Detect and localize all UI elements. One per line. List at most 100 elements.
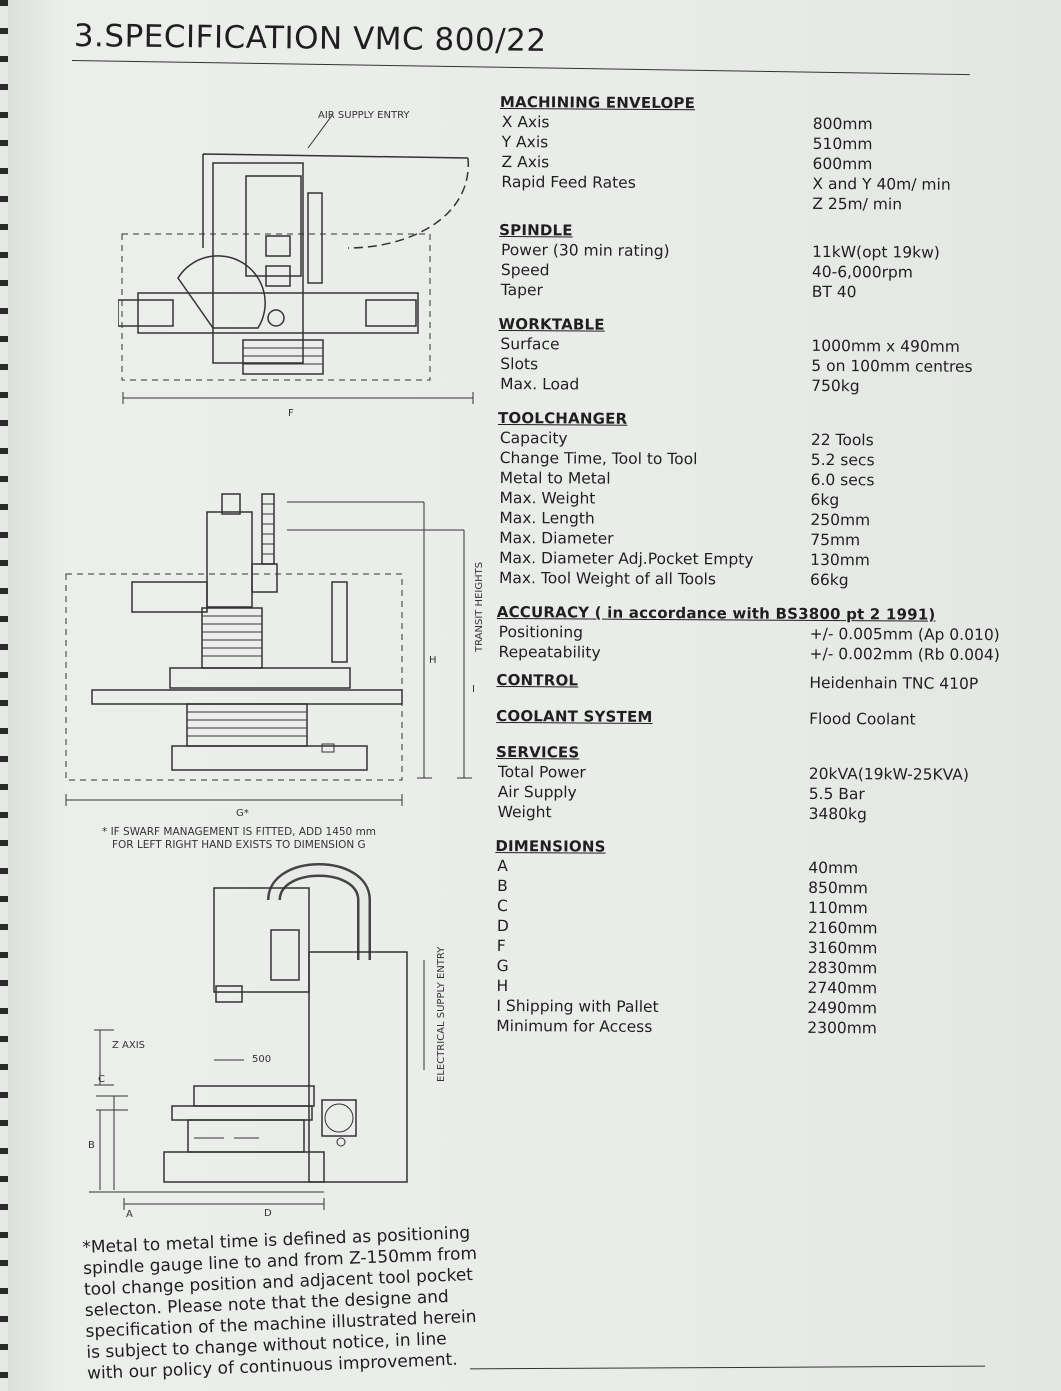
spec-value: 850mm	[808, 878, 868, 898]
spec-value: 20kVA(19kW-25KVA)	[808, 764, 970, 784]
spec-label: C	[496, 896, 508, 916]
spec-label: B	[497, 876, 508, 896]
spec-label: Max. Tool Weight of all Tools	[498, 569, 717, 589]
dimension-d-label: D	[264, 1208, 272, 1219]
spec-label: D	[496, 916, 509, 936]
spec-value: 2830mm	[807, 958, 878, 978]
spec-value: 2490mm	[807, 998, 878, 1018]
spec-value: 1000mm x 490mm	[811, 336, 960, 356]
dimension-a-label: A	[126, 1209, 133, 1220]
dimension-b-label: B	[88, 1140, 95, 1151]
swarf-note-line2: FOR LEFT RIGHT HAND EXISTS TO DIMENSION …	[112, 839, 366, 851]
spec-row: Minimum for Access 2300mm	[494, 1016, 1024, 1039]
spec-value: 3480kg	[808, 804, 867, 824]
coolant-heading: COOLANT SYSTEM	[496, 706, 653, 726]
spec-label: Taper	[500, 281, 544, 300]
swarf-note-line1: * IF SWARF MANAGEMENT IS FITTED, ADD 145…	[102, 826, 377, 838]
footnote: *Metal to metal time is defined as posit…	[82, 1222, 507, 1385]
spec-label: A	[497, 856, 508, 876]
page-title: 3.SPECIFICATION VMC 800/22	[73, 18, 547, 59]
dimension-500-label: 500	[252, 1054, 272, 1065]
dimension-g-label: G*	[236, 808, 249, 819]
spec-value: 750kg	[811, 376, 860, 396]
spec-value: 66kg	[809, 570, 849, 590]
electrical-supply-entry-label: ELECTRICAL SUPPLY ENTRY	[436, 946, 447, 1082]
spec-value: 75mm	[810, 530, 861, 550]
spec-value: 5.2 secs	[810, 450, 875, 470]
z-axis-label: Z AXIS	[112, 1040, 146, 1051]
dimension-f-label: F	[288, 408, 294, 419]
accuracy-heading-text: ACCURACY	[496, 602, 590, 622]
spec-label: Slots	[500, 355, 539, 374]
spec-value: 130mm	[810, 550, 870, 570]
spec-label: G	[496, 956, 509, 976]
spec-label: Rapid Feed Rates	[501, 173, 636, 192]
spec-value: 2300mm	[807, 1018, 877, 1038]
spec-value: 2740mm	[807, 978, 878, 998]
front-view-drawing	[65, 493, 472, 806]
spec-row: Max. Load 750kg	[498, 374, 1028, 397]
dimension-c-label: C	[98, 1074, 105, 1085]
top-view-drawing	[118, 113, 474, 404]
spec-label: Metal to Metal	[499, 469, 611, 488]
transit-heights-label: TRANSIT HEIGHTS	[474, 561, 485, 652]
spec-value: 3160mm	[807, 938, 878, 958]
spec-label: Positioning	[498, 623, 584, 642]
spec-value: 800mm	[812, 114, 873, 134]
spec-value: 510mm	[812, 134, 873, 154]
spec-value: 5 on 100mm centres	[811, 356, 973, 376]
spec-label: Capacity	[499, 429, 568, 448]
spec-label: Max. Weight	[499, 489, 596, 508]
side-view-drawing	[89, 863, 425, 1210]
spec-label: Max. Diameter	[499, 529, 614, 548]
spec-label: Repeatability	[498, 643, 601, 662]
spec-value: 40mm	[808, 858, 859, 878]
spec-value: Z 25m/ min	[812, 194, 903, 214]
spec-row: Taper BT 40	[499, 280, 1029, 303]
spec-row: Max. Tool Weight of all Tools 66kg	[497, 568, 1027, 591]
control-row: CONTROL Heidenhain TNC 410P	[496, 670, 1026, 695]
spec-value: 250mm	[810, 510, 871, 530]
spec-label: F	[496, 936, 506, 956]
spec-row: Z 25m/ min	[499, 192, 1029, 215]
control-value: Heidenhain TNC 410P	[809, 673, 979, 693]
spec-label: Z Axis	[501, 153, 550, 172]
spiral-binding	[0, 0, 8, 1391]
spec-label: I Shipping with Pallet	[496, 996, 659, 1016]
coolant-value: Flood Coolant	[809, 709, 916, 729]
spec-value: +/- 0.002mm (Rb 0.004)	[809, 644, 1000, 665]
spec-value: 6kg	[810, 490, 840, 510]
spec-label: Max. Length	[499, 509, 595, 528]
spec-row: Repeatability +/- 0.002mm (Rb 0.004)	[497, 642, 1027, 665]
spec-value: +/- 0.005mm (Ap 0.010)	[809, 624, 1000, 645]
spec-value: 2160mm	[807, 918, 878, 938]
air-supply-entry-label: AIR SUPPLY ENTRY	[318, 110, 410, 121]
spec-value: 11kW(opt 19kw)	[811, 242, 940, 262]
spec-label: Max. Diameter Adj.Pocket Empty	[499, 549, 754, 569]
spec-label: Air Supply	[497, 782, 577, 802]
spec-label: Y Axis	[501, 133, 549, 152]
spec-value: 5.5 Bar	[808, 784, 865, 804]
control-heading: CONTROL	[496, 670, 579, 690]
spec-label: X Axis	[501, 113, 550, 132]
spec-label: H	[496, 976, 509, 996]
accuracy-heading-tail: ( in accordance with BS3800 pt 2 1991)	[589, 603, 936, 624]
spec-label: Minimum for Access	[496, 1016, 653, 1036]
spec-label: Power (30 min rating)	[500, 241, 670, 261]
spec-value: BT 40	[811, 282, 857, 302]
spec-value: 110mm	[807, 898, 868, 918]
coolant-row: COOLANT SYSTEM Flood Coolant	[496, 706, 1026, 731]
spec-label: Max. Load	[500, 375, 580, 394]
title-divider	[71, 60, 970, 76]
spec-value: 600mm	[812, 154, 873, 174]
bottom-divider	[470, 1365, 985, 1370]
spec-value: 40-6,000rpm	[811, 262, 913, 282]
dimension-h-label: H	[429, 655, 437, 666]
